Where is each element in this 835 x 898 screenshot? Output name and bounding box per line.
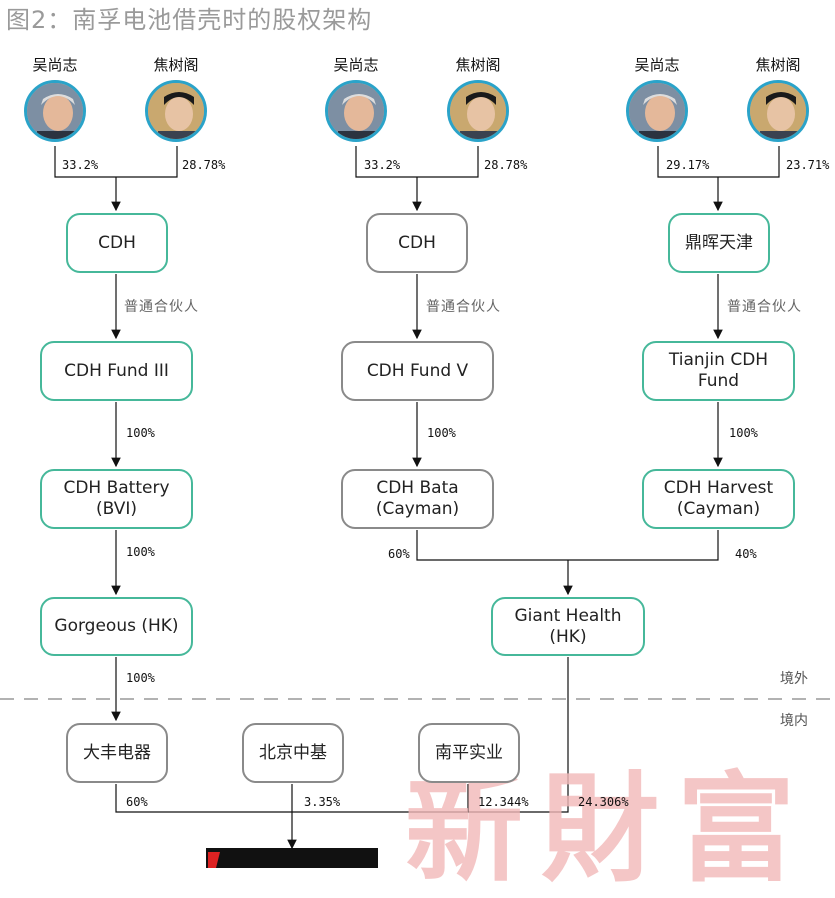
entity-name-line: (BVI) [95, 499, 138, 519]
share-label: 60% [126, 795, 148, 809]
entity-box-cdh: CDH [66, 213, 168, 273]
share-label: 3.35% [304, 795, 341, 809]
person-photo-icon [447, 80, 509, 142]
entity-box-dinghui-tianjin: 鼎晖天津 [668, 213, 770, 273]
gp-label: 普通合伙人 [727, 299, 802, 315]
person-name: 焦树阁 [755, 56, 801, 74]
share-label: 33.2% [62, 158, 99, 172]
entity-box-cdh-bata: CDH Bata (Cayman) [341, 469, 494, 529]
share-label: 29.17% [666, 158, 710, 172]
entity-name-line: CDH Bata [376, 478, 459, 498]
person-photo-icon [145, 80, 207, 142]
entity-box-cdh-harvest: CDH Harvest (Cayman) [642, 469, 795, 529]
watermark: 新財富 [405, 759, 814, 898]
share-label: 28.78% [484, 158, 528, 172]
entity-box-fund: CDH Fund III [40, 341, 193, 401]
entity-name-line: (Cayman) [375, 499, 460, 519]
share-label: 100% [729, 426, 758, 440]
person-name: 焦树阁 [455, 56, 501, 74]
share-label: 23.71% [786, 158, 830, 172]
share-label: 100% [427, 426, 456, 440]
entity-box-nanping: 南平实业 [418, 723, 520, 783]
connector-lines [0, 146, 835, 850]
person-photo-icon [626, 80, 688, 142]
person-name: 焦树阁 [153, 56, 199, 74]
person-name: 吴尚志 [333, 56, 379, 74]
region-label-domestic: 境内 [780, 713, 808, 729]
share-label: 100% [126, 545, 155, 559]
share-label: 60% [388, 547, 410, 561]
figure-title: 图2：南孚电池借壳时的股权架构 [6, 6, 373, 34]
person-photo-icon [24, 80, 86, 142]
entity-name-line: CDH Harvest [663, 478, 774, 498]
entity-box-gorgeous-hk: Gorgeous (HK) [40, 597, 193, 656]
share-label: 100% [126, 671, 155, 685]
entity-box-giant-health-hk: Giant Health (HK) [491, 597, 645, 656]
gp-label: 普通合伙人 [426, 299, 501, 315]
entity-box-cdh: CDH [366, 213, 468, 273]
person-photo-icon [325, 80, 387, 142]
person-photo-icon [747, 80, 809, 142]
entity-name-line: (Cayman) [676, 499, 761, 519]
target-company-logo [206, 848, 378, 868]
entity-box-fund: CDH Fund V [341, 341, 494, 401]
entity-box-cdh-battery: CDH Battery (BVI) [40, 469, 193, 529]
share-label: 40% [735, 547, 757, 561]
entity-box-dafeng: 大丰电器 [66, 723, 168, 783]
share-label: 28.78% [182, 158, 226, 172]
share-label: 100% [126, 426, 155, 440]
region-label-overseas: 境外 [780, 671, 808, 687]
gp-label: 普通合伙人 [124, 299, 199, 315]
share-label: 33.2% [364, 158, 401, 172]
entity-box-beijing-zhongji: 北京中基 [242, 723, 344, 783]
person-name: 吴尚志 [32, 56, 78, 74]
share-label: 24.306% [578, 795, 629, 809]
entity-box-fund: Tianjin CDH Fund [642, 341, 795, 401]
share-label: 12.344% [478, 795, 529, 809]
equity-structure-diagram: 图2：南孚电池借壳时的股权架构 吴尚志 焦树阁 吴尚志 焦树阁 吴尚志 焦树阁 … [0, 6, 835, 888]
entity-name-line: CDH Battery [63, 478, 170, 498]
person-name: 吴尚志 [634, 56, 680, 74]
